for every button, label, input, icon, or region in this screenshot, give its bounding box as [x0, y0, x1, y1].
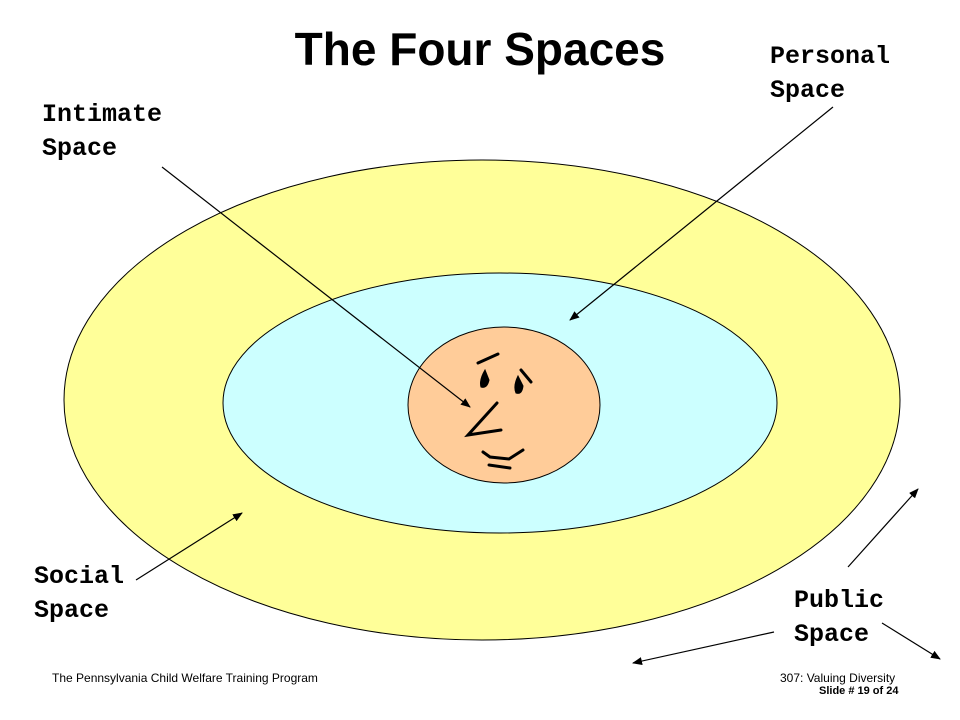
- social-space-label-line1: Social: [34, 562, 125, 591]
- nose: [464, 401, 503, 438]
- intimate-space-face: [407, 326, 601, 484]
- social-arrow: [135, 512, 243, 581]
- personal-space-label-line2: Space: [770, 76, 846, 105]
- public-space-label-line2: Space: [794, 620, 870, 649]
- intimate-arrow: [161, 166, 471, 408]
- public-arrow-up: [847, 488, 919, 568]
- face-features: [464, 352, 533, 470]
- social-space-label-line2: Space: [34, 596, 110, 625]
- personal-space-label: Personal Space: [770, 40, 890, 108]
- slide-title: The Four Spaces: [294, 23, 666, 75]
- social-space-label: Social Space: [34, 560, 124, 628]
- right-eye: [514, 374, 524, 394]
- public-space-label: Public Space: [794, 584, 884, 652]
- public-arrow-right: [881, 622, 941, 660]
- mouth: [481, 448, 525, 461]
- intimate-space-label-line1: Intimate: [42, 100, 163, 129]
- left-eye: [480, 368, 490, 388]
- footer-course: 307: Valuing Diversity: [780, 671, 896, 685]
- slide-number: Slide # 19 of 24: [819, 685, 899, 697]
- pointer-arrows: [135, 106, 941, 665]
- chin-line: [487, 463, 512, 470]
- footer-organization: The Pennsylvania Child Welfare Training …: [52, 671, 318, 685]
- intimate-space-label-line2: Space: [42, 134, 118, 163]
- right-eyebrow: [519, 368, 533, 384]
- left-eyebrow: [476, 352, 500, 365]
- personal-arrow: [569, 106, 834, 321]
- personal-space-label-line1: Personal: [770, 42, 891, 71]
- public-space-label-line1: Public: [794, 586, 885, 615]
- public-arrow-left: [632, 631, 775, 665]
- intimate-space-label: Intimate Space: [42, 98, 162, 166]
